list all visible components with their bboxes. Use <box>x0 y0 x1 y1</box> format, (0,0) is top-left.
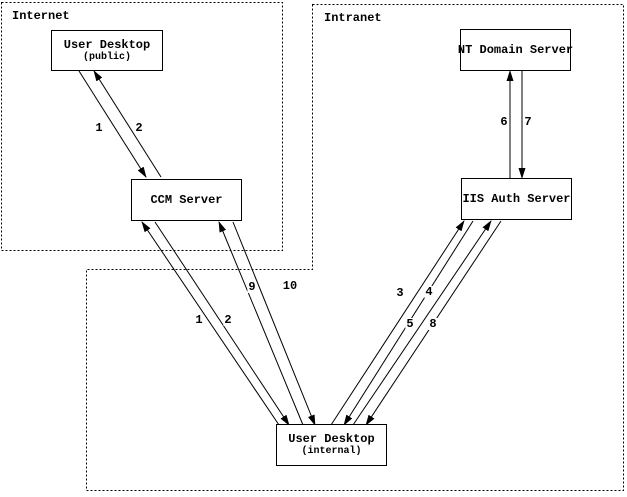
node-iis-auth-server: IIS Auth Server <box>461 178 572 220</box>
edge-label-step3: 3 <box>395 286 405 300</box>
node-subtitle: (public) <box>82 51 131 63</box>
edge-label-step4: 4 <box>424 285 434 299</box>
node-subtitle: (internal) <box>301 446 362 457</box>
node-title: NT Domain Server <box>457 42 574 57</box>
edge-line-3-internal-to-iis <box>330 220 465 426</box>
node-title: User Desktop <box>288 432 375 446</box>
node-ccm-server: CCM Server <box>131 179 242 221</box>
node-title: IIS Auth Server <box>462 191 571 206</box>
edge-line-2-ccm-to-public <box>93 70 162 178</box>
edge-label-step2-public: 2 <box>134 121 144 135</box>
edge-label-step2-internal: 2 <box>223 313 233 327</box>
edge-label-step5: 5 <box>405 317 415 331</box>
edge-label-step8: 8 <box>428 317 438 331</box>
edge-line-2-ccm-to-internal <box>154 221 290 426</box>
edge-label-step9: 9 <box>247 280 257 294</box>
edge-line-5-internal-to-iis <box>352 220 492 426</box>
edge-label-step6: 6 <box>499 115 509 129</box>
edge-label-step7: 7 <box>523 115 533 129</box>
intranet-internal-zone-border <box>86 4 624 491</box>
internet-zone-border <box>1 2 283 251</box>
node-title: User Desktop <box>63 37 151 52</box>
edge-label-step1-public: 1 <box>94 121 104 135</box>
node-user-desktop-public: User Desktop (public) <box>51 30 163 71</box>
edge-line-10-ccm-to-internal <box>232 221 316 426</box>
edge-line-9-internal-to-ccm <box>218 221 304 426</box>
edge-label-step1-internal: 1 <box>194 313 204 327</box>
internet-zone-label: Internet <box>12 9 70 23</box>
edge-line-1-public-to-ccm <box>78 70 147 178</box>
edge-line-1-internal-to-ccm <box>141 221 280 426</box>
edge-label-step10: 10 <box>281 279 299 293</box>
node-title: CCM Server <box>150 192 223 207</box>
intranet-zone-label: Intranet <box>324 11 382 25</box>
node-nt-domain-server: NT Domain Server <box>457 29 574 71</box>
node-user-desktop-internal: User Desktop (internal) <box>276 424 387 466</box>
